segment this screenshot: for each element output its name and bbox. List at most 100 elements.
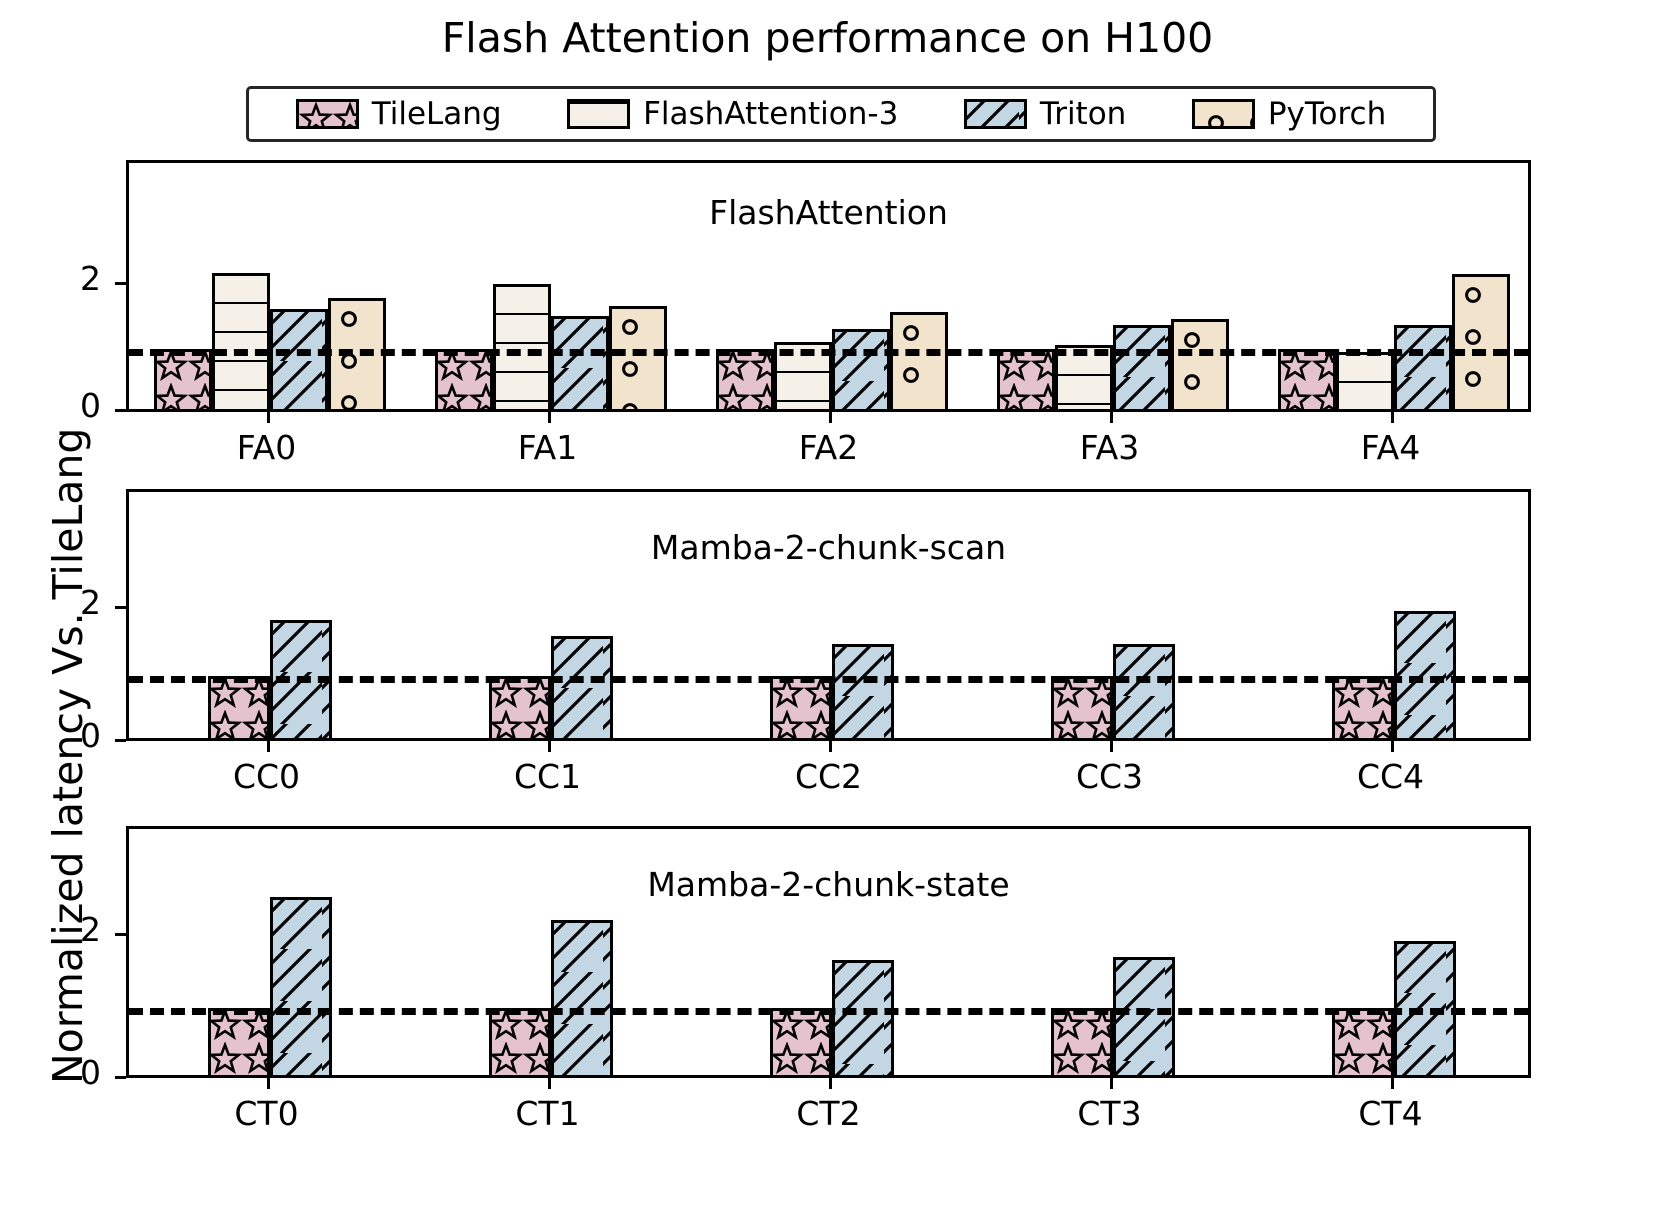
figure-title: Flash Attention performance on H100 [441,14,1214,62]
y-tick-label: 0 [80,716,101,755]
x-tick-label-fa4: FA4 [1360,428,1421,467]
reference-line [129,348,1528,356]
legend-entry-pytorch[interactable]: PyTorch [1191,96,1387,132]
bar-fa3-flashattention-3 [1054,345,1113,409]
x-tick-mark [1109,412,1113,423]
legend-label: PyTorch [1267,96,1387,132]
diagonal-hatch-swatch [963,99,1027,129]
bar-ct2-tilelang [769,1007,832,1075]
bar-cc1-triton [550,635,613,738]
x-tick-label-ct2: CT2 [796,1094,861,1133]
y-tick-label: 0 [80,1053,101,1092]
bar-cc3-tilelang [1050,675,1113,738]
x-tick-mark [1109,741,1113,752]
bar-fa1-pytorch [608,305,667,409]
bar-fa3-pytorch [1170,318,1229,409]
bar-fa4-flashattention-3 [1335,351,1394,409]
y-axis-label: Normalized latency Vs. TileLang [44,427,92,1084]
plot-area: FlashAttention [129,163,1528,409]
x-tick-label-fa1: FA1 [517,428,578,467]
x-tick-mark [266,1078,270,1089]
y-tick-mark [115,409,126,412]
x-tick-label-cc4: CC4 [1356,757,1425,796]
reference-line [129,675,1528,683]
y-tick-label: 2 [80,259,101,298]
x-tick-mark [1390,412,1394,423]
bar-fa4-triton [1393,325,1452,409]
x-tick-label-fa3: FA3 [1079,428,1140,467]
bar-ct4-tilelang [1331,1007,1394,1075]
y-tick-mark [115,282,126,285]
legend-label: FlashAttention-3 [643,96,899,132]
x-tick-mark [547,1078,551,1089]
bar-ct2-triton [831,959,894,1075]
x-tick-mark [266,741,270,752]
legend-entry-triton[interactable]: Triton [963,96,1126,132]
bar-cc2-triton [831,643,894,738]
bar-ct0-tilelang [207,1007,270,1075]
bar-fa2-pytorch [889,312,948,409]
bar-ct0-triton [269,896,332,1075]
bar-fa2-tilelang [715,348,774,409]
bar-fa0-flashattention-3 [211,272,270,409]
x-tick-label-cc0: CC0 [232,757,301,796]
x-tick-mark [828,412,832,423]
bar-fa0-tilelang [153,348,212,409]
x-tick-label-ct3: CT3 [1077,1094,1142,1133]
bar-ct1-triton [550,919,613,1075]
y-tick-label: 2 [80,910,101,949]
y-tick-mark [115,739,126,742]
x-tick-label-fa2: FA2 [798,428,859,467]
x-tick-mark [1390,1078,1394,1089]
y-tick-label: 0 [80,386,101,425]
bar-cc1-tilelang [488,675,551,738]
x-tick-label-cc2: CC2 [794,757,863,796]
bar-cc3-triton [1112,644,1175,738]
x-tick-mark [266,412,270,423]
subplot-title: FlashAttention [709,193,948,232]
legend: TileLang FlashAttention-3 Triton PyTorch [246,86,1436,142]
x-tick-label-cc3: CC3 [1075,757,1144,796]
reference-line [129,1007,1528,1015]
subplot-flashattention: FlashAttention [126,160,1531,412]
bar-fa3-triton [1112,325,1171,409]
bar-fa0-triton [269,309,328,409]
y-tick-label: 2 [80,583,101,622]
x-tick-label-cc1: CC1 [513,757,582,796]
star-hatch-swatch [295,99,359,129]
legend-label: TileLang [371,96,502,132]
bar-fa1-triton [550,316,609,409]
x-tick-mark [547,412,551,423]
bar-cc4-tilelang [1331,675,1394,738]
bar-fa4-tilelang [1277,348,1336,409]
circle-hatch-swatch [1191,99,1255,129]
x-tick-label-ct4: CT4 [1358,1094,1423,1133]
plot-area: Mamba-2-chunk-state [129,829,1528,1075]
x-tick-label-ct1: CT1 [515,1094,580,1133]
x-tick-mark [1390,741,1394,752]
x-tick-mark [828,1078,832,1089]
x-tick-mark [547,741,551,752]
bar-fa3-tilelang [996,348,1055,409]
bar-fa1-flashattention-3 [492,283,551,409]
y-tick-mark [115,1076,126,1079]
subplot-mamba-2-chunk-scan: Mamba-2-chunk-scan [126,489,1531,741]
plot-area: Mamba-2-chunk-scan [129,492,1528,738]
bar-fa2-triton [831,329,890,409]
bar-fa1-tilelang [434,348,493,409]
y-tick-mark [115,933,126,936]
bar-ct3-triton [1112,957,1175,1075]
bar-fa4-pytorch [1451,273,1510,409]
bar-ct1-tilelang [488,1007,551,1075]
x-tick-label-ct0: CT0 [234,1094,299,1133]
bar-cc4-triton [1393,610,1456,738]
legend-entry-flashattention-3[interactable]: FlashAttention-3 [567,96,898,132]
x-tick-label-fa0: FA0 [236,428,297,467]
x-tick-mark [1109,1078,1113,1089]
bar-cc0-tilelang [207,675,270,738]
legend-entry-tilelang[interactable]: TileLang [295,96,502,132]
subplot-mamba-2-chunk-state: Mamba-2-chunk-state [126,826,1531,1078]
hline-hatch-swatch [567,99,631,129]
x-tick-mark [828,741,832,752]
